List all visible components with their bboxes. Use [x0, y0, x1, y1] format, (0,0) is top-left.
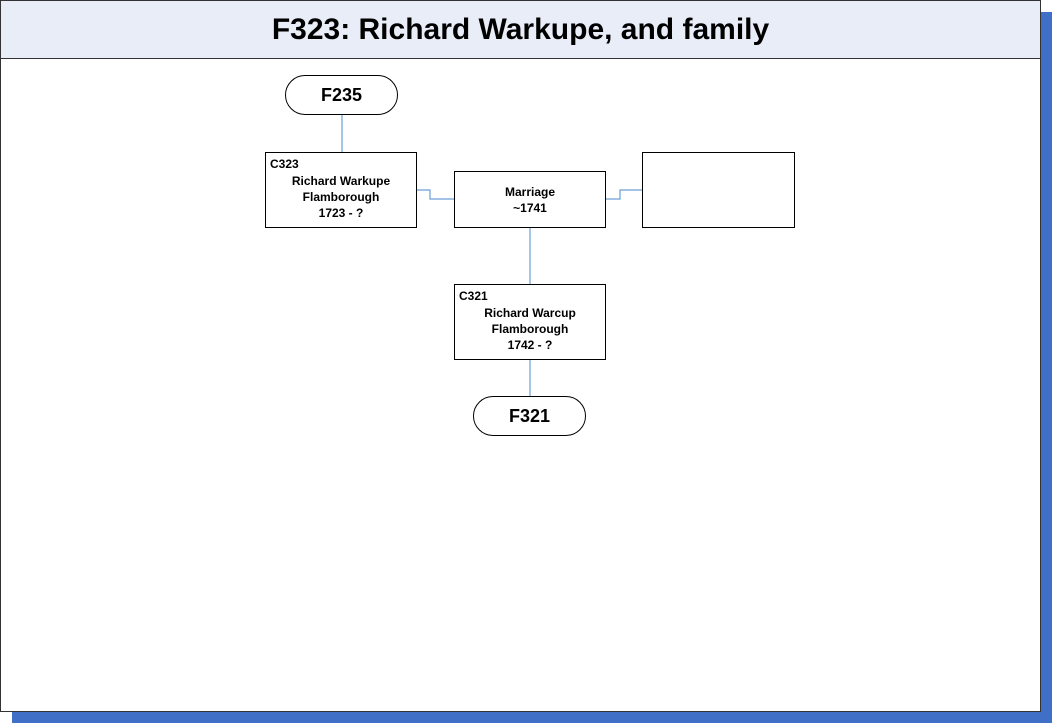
husband-dates: 1723 - ? [318, 206, 364, 220]
child-place: Flamborough [491, 322, 569, 336]
husband-box[interactable]: C323 Richard Warkupe Flamborough 1723 - … [265, 152, 417, 228]
parent-family-link[interactable]: F235 [285, 75, 398, 115]
husband-code: C323 [270, 157, 299, 171]
husband-place: Flamborough [302, 190, 380, 204]
child-code: C321 [459, 289, 488, 303]
page-title: F323: Richard Warkupe, and family [271, 12, 770, 46]
marriage-label: Marriage [504, 184, 556, 199]
child-family-link[interactable]: F321 [473, 396, 586, 436]
spouse-box[interactable] [642, 152, 795, 228]
child-dates: 1742 - ? [507, 338, 553, 352]
husband-name: Richard Warkupe [291, 174, 391, 188]
marriage-date: ~1741 [513, 200, 547, 215]
child-name: Richard Warcup [484, 306, 576, 320]
marriage-box[interactable]: Marriage ~1741 [454, 171, 606, 228]
parent-family-label: F235 [320, 84, 363, 105]
child-box[interactable]: C321 Richard Warcup Flamborough 1742 - ? [454, 284, 606, 360]
title-bar: F323: Richard Warkupe, and family [1, 1, 1040, 59]
child-family-label: F321 [508, 405, 551, 426]
